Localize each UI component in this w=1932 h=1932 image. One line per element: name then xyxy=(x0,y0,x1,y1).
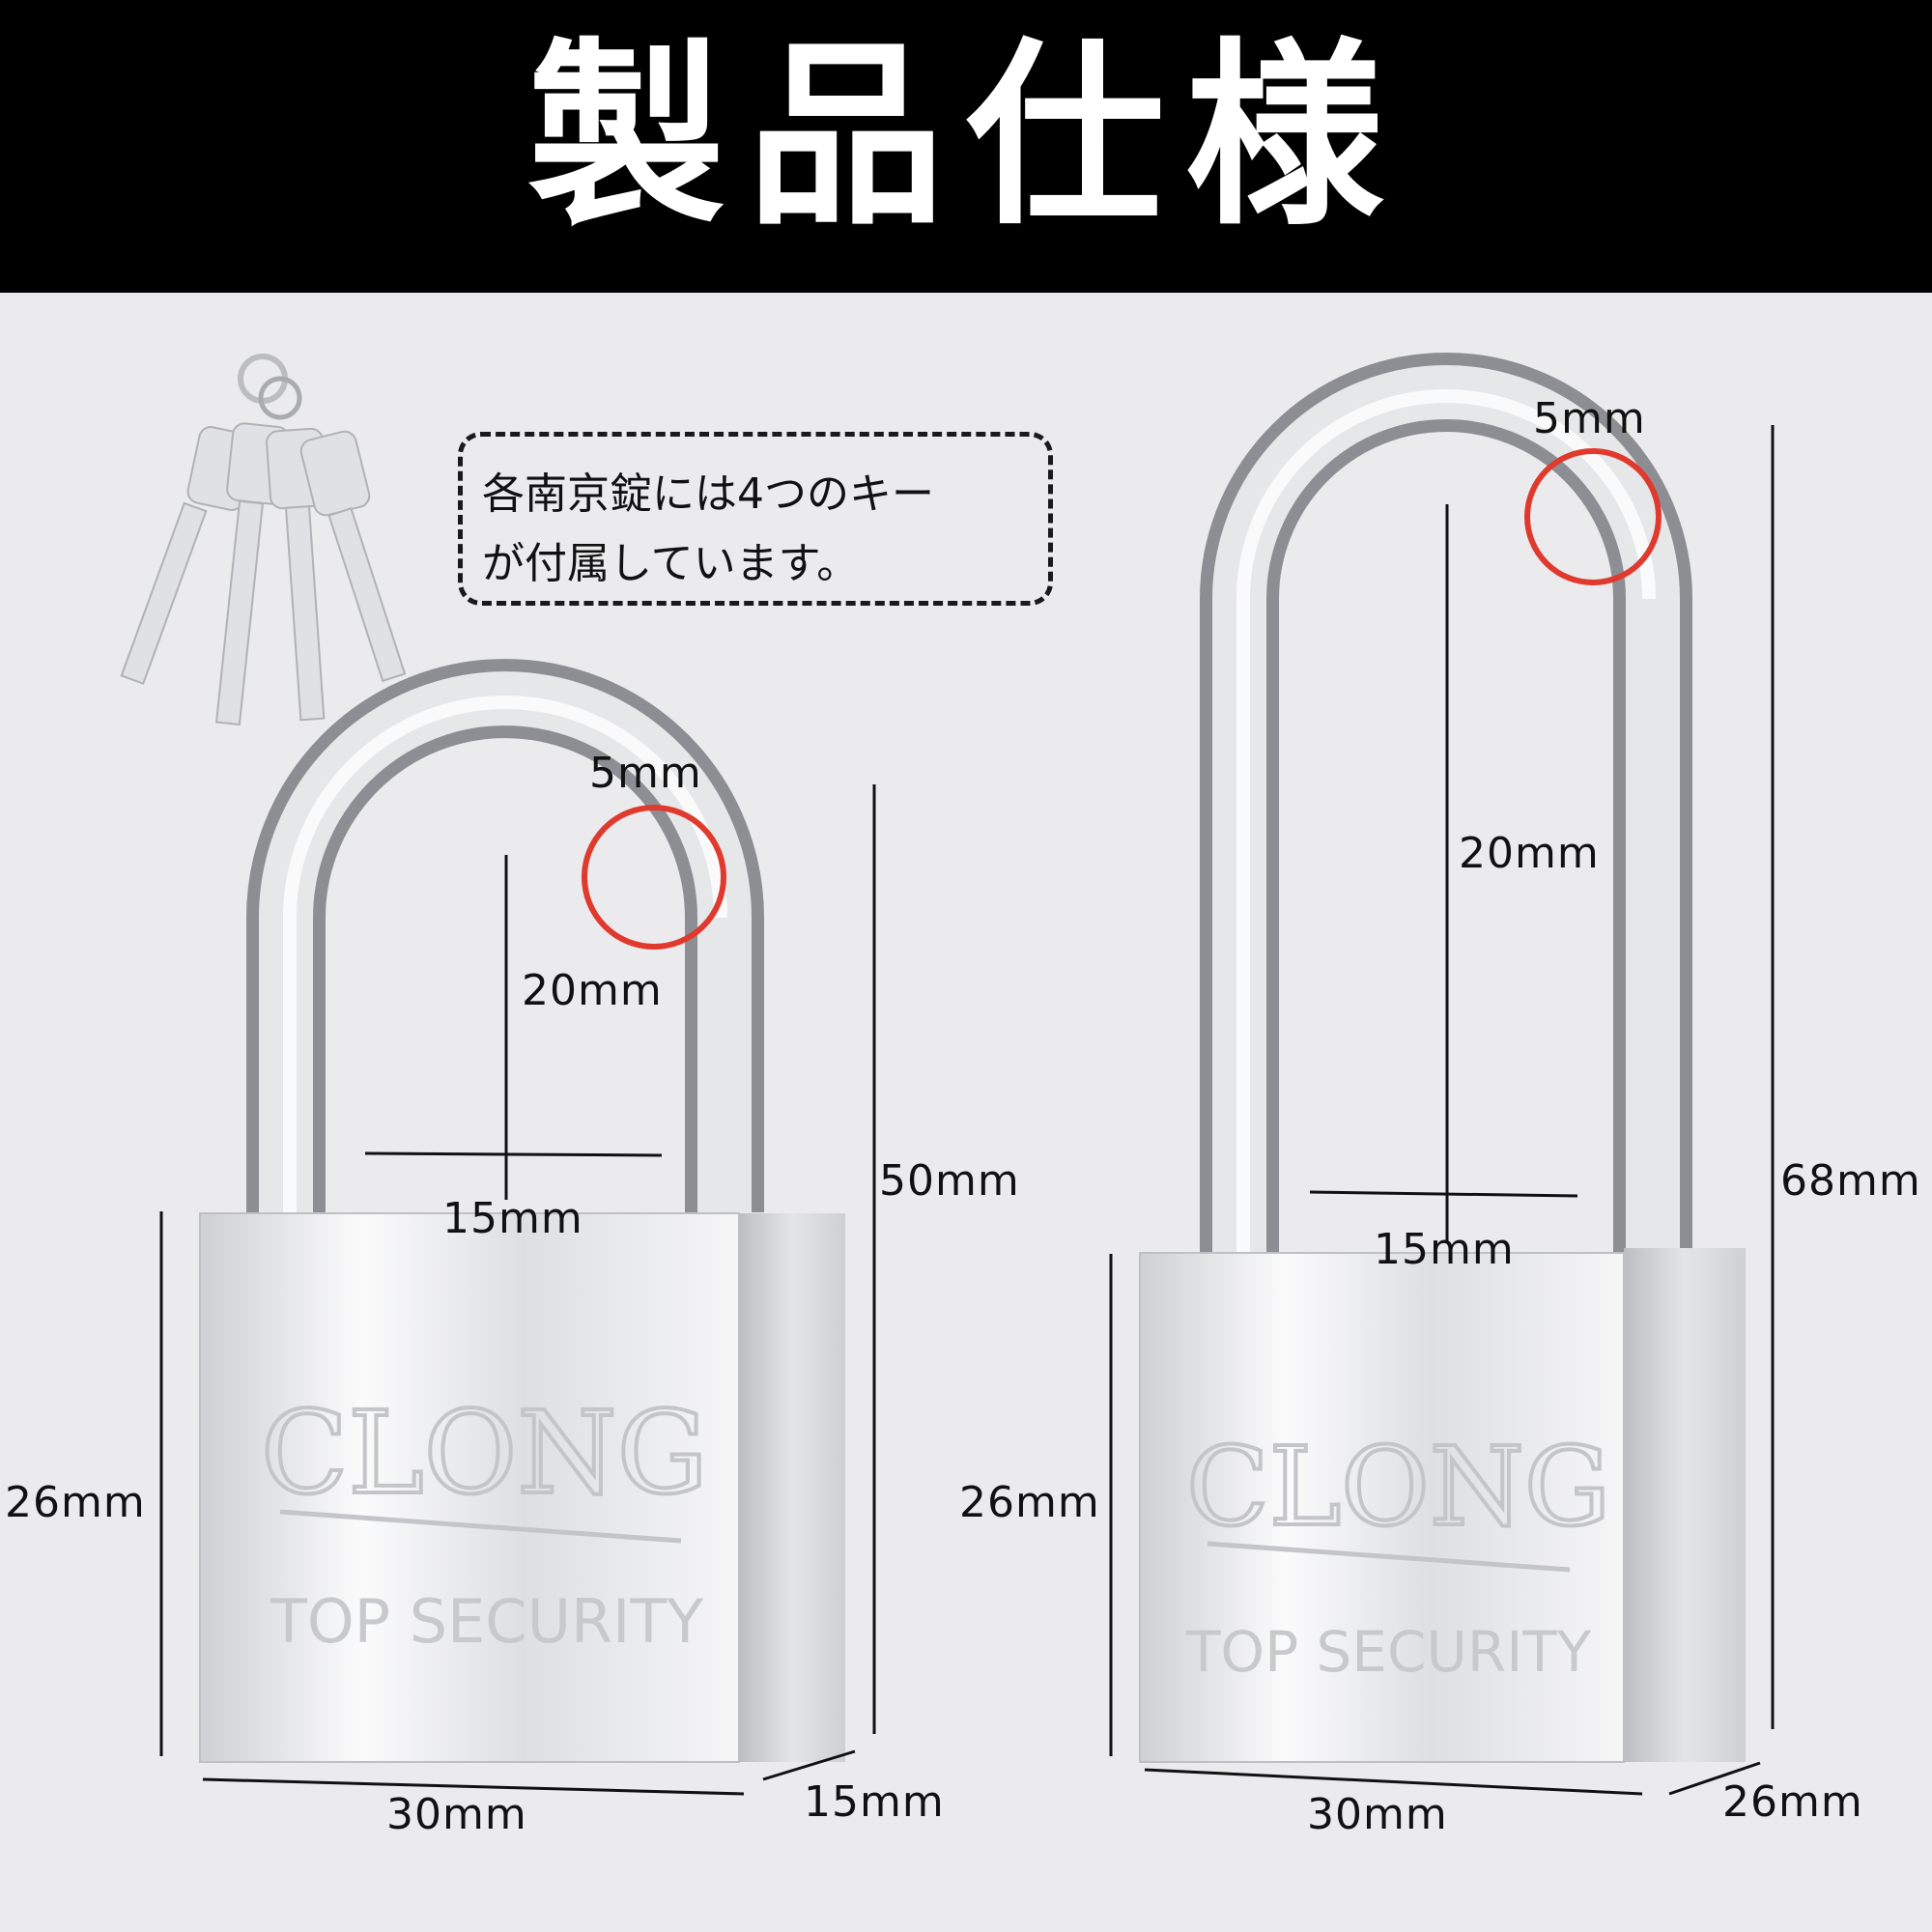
keys-note-line2: が付属しています。 xyxy=(482,539,860,588)
keys-note: 各南京錠には4つのキー が付属しています。 xyxy=(458,432,1053,606)
short-shackle-inner-width-label: 15mm xyxy=(442,1194,583,1243)
header-bar: 製品仕様 xyxy=(0,0,1932,293)
long-shackle-inner-height-label: 20mm xyxy=(1459,829,1600,878)
shackle-diameter-marker xyxy=(582,805,726,950)
subtext-logo: TOP SECURITY xyxy=(270,1586,703,1657)
shackle-diameter-marker xyxy=(1524,448,1662,585)
long-body-depth-label: 26mm xyxy=(1722,1777,1863,1827)
short-body-width-label: 30mm xyxy=(386,1790,527,1839)
short-body-height-label: 26mm xyxy=(5,1478,146,1527)
long-shackle-diameter-label: 5mm xyxy=(1533,394,1646,443)
page-title: 製品仕様 xyxy=(527,22,1405,252)
short-shackle-inner-height-label: 20mm xyxy=(522,966,663,1015)
keys-icon xyxy=(120,354,407,726)
padlock-short: CLONG TOP SECURITY xyxy=(159,659,876,1796)
short-shackle-diameter-label: 5mm xyxy=(589,749,702,798)
subtext-logo: TOP SECURITY xyxy=(1185,1619,1592,1685)
keys-note-line1: 各南京錠には4つのキー xyxy=(482,469,934,519)
padlock-long: CLONG TOP SECURITY xyxy=(1109,353,1775,1796)
brand-logo: CLONG xyxy=(1186,1425,1610,1550)
long-total-height-label: 68mm xyxy=(1780,1156,1921,1206)
short-total-height-label: 50mm xyxy=(879,1156,1020,1206)
long-body-width-label: 30mm xyxy=(1307,1790,1448,1839)
short-body-depth-label: 15mm xyxy=(804,1777,945,1827)
long-body-height-label: 26mm xyxy=(959,1478,1100,1527)
long-shackle-inner-width-label: 15mm xyxy=(1374,1225,1515,1274)
brand-logo: CLONG xyxy=(261,1386,708,1520)
